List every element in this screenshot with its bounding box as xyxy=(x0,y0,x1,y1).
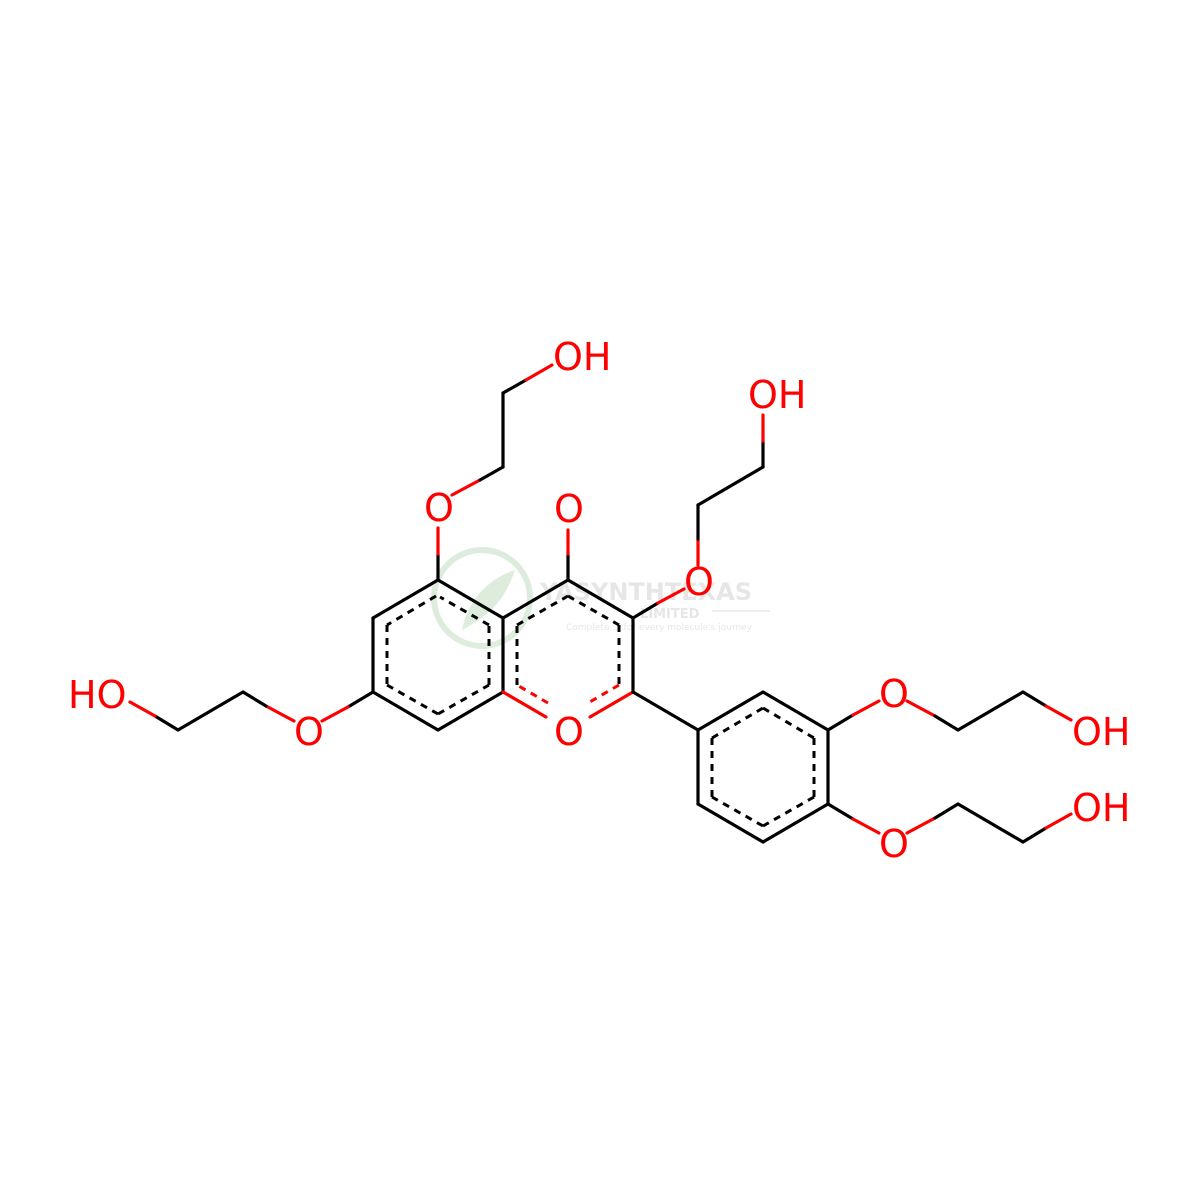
atom-o-ether-7: O xyxy=(294,710,324,754)
aromatic-bond xyxy=(762,706,815,740)
bond xyxy=(501,378,528,395)
aromatic-bond xyxy=(711,706,764,740)
bond xyxy=(851,817,881,835)
bond xyxy=(826,713,855,732)
watermark-subtitle: LIMITED xyxy=(640,607,700,622)
bond xyxy=(1021,690,1048,708)
watermark-logo-leaf xyxy=(462,570,515,630)
bond xyxy=(128,700,157,718)
atom-o-ether-3: O xyxy=(684,560,714,604)
bond xyxy=(371,578,440,620)
watermark: YASYNTHTEXAS LIMITED Complete ... for ev… xyxy=(431,547,770,649)
atom-oh-left: HO xyxy=(68,673,126,717)
atom-oh-top: OH xyxy=(553,335,611,379)
bond xyxy=(1021,826,1048,844)
aromatic-bond xyxy=(516,594,569,627)
atom-oh-right-upper: OH xyxy=(1072,710,1130,754)
atom-oh-top-right: OH xyxy=(748,373,806,417)
bond xyxy=(346,690,375,709)
bond xyxy=(933,802,960,820)
bond xyxy=(588,690,635,719)
watermark-tagline: Complete ... for every molecule's journe… xyxy=(566,623,753,633)
atom-o-carbonyl: O xyxy=(554,487,584,531)
bond xyxy=(826,802,855,821)
bond xyxy=(696,465,765,507)
aromatic-bond xyxy=(762,795,815,828)
atom-oh-right-lower: OH xyxy=(1072,786,1130,830)
bond xyxy=(524,363,554,382)
aromatic-bond xyxy=(386,594,437,627)
aromatic-bond xyxy=(516,683,549,705)
bond xyxy=(264,704,296,723)
bond xyxy=(656,587,686,605)
aromatic-bond xyxy=(439,595,490,627)
aromatic-bond xyxy=(711,795,764,828)
bond xyxy=(761,802,830,844)
atom-o-ring: O xyxy=(554,710,584,754)
bond xyxy=(450,478,482,497)
aromatic-bond xyxy=(567,594,620,627)
bond xyxy=(851,699,881,717)
bond xyxy=(956,802,1025,844)
bond xyxy=(696,690,765,732)
bond xyxy=(933,714,960,732)
bond xyxy=(176,690,245,732)
bond xyxy=(761,690,830,732)
aromatic-bond xyxy=(587,683,620,705)
bond xyxy=(631,601,660,620)
bond xyxy=(905,816,937,835)
atom-o-ether-4p: O xyxy=(879,822,909,866)
aromatic-bond xyxy=(437,683,490,716)
bond xyxy=(1044,704,1073,722)
bond xyxy=(241,690,268,708)
bond xyxy=(631,690,700,732)
atom-o-ether-3p: O xyxy=(879,672,909,716)
bond xyxy=(905,699,937,718)
atom-o-ether-5: O xyxy=(424,486,454,530)
bond xyxy=(436,690,505,732)
atom-labels: OH OH O O O HO O O O OH OH O xyxy=(68,335,1130,866)
bond xyxy=(1044,812,1073,830)
bond xyxy=(371,690,440,732)
bond xyxy=(436,578,505,620)
bonds xyxy=(128,363,1073,844)
bond xyxy=(320,705,350,723)
bond xyxy=(153,714,180,732)
bond xyxy=(478,465,505,482)
bond xyxy=(956,690,1025,732)
aromatic-bond xyxy=(386,683,439,716)
bond xyxy=(501,690,548,719)
bond xyxy=(566,578,635,620)
bond xyxy=(696,802,765,844)
bond xyxy=(501,578,570,620)
